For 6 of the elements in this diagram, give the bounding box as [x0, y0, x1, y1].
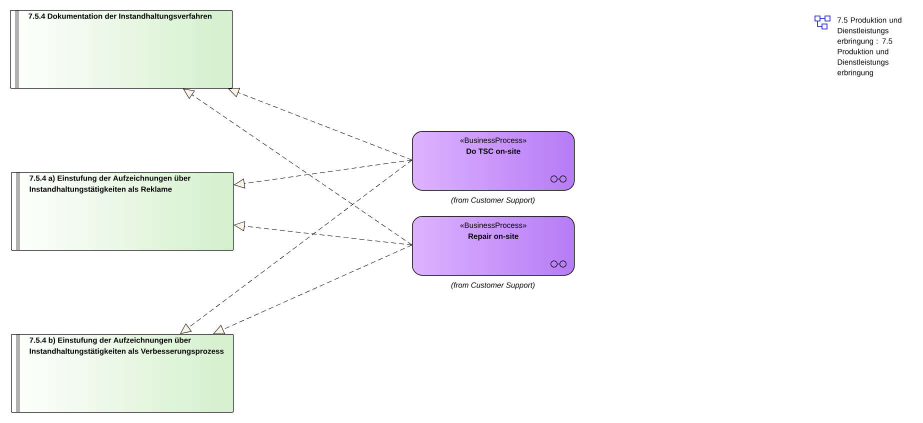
realization-arrow	[213, 244, 412, 334]
realization-arrow	[183, 88, 412, 246]
realization-arrow	[234, 221, 412, 246]
realization-arrow	[234, 160, 412, 188]
realization-arrow	[228, 88, 412, 160]
realization-arrow	[180, 160, 412, 334]
